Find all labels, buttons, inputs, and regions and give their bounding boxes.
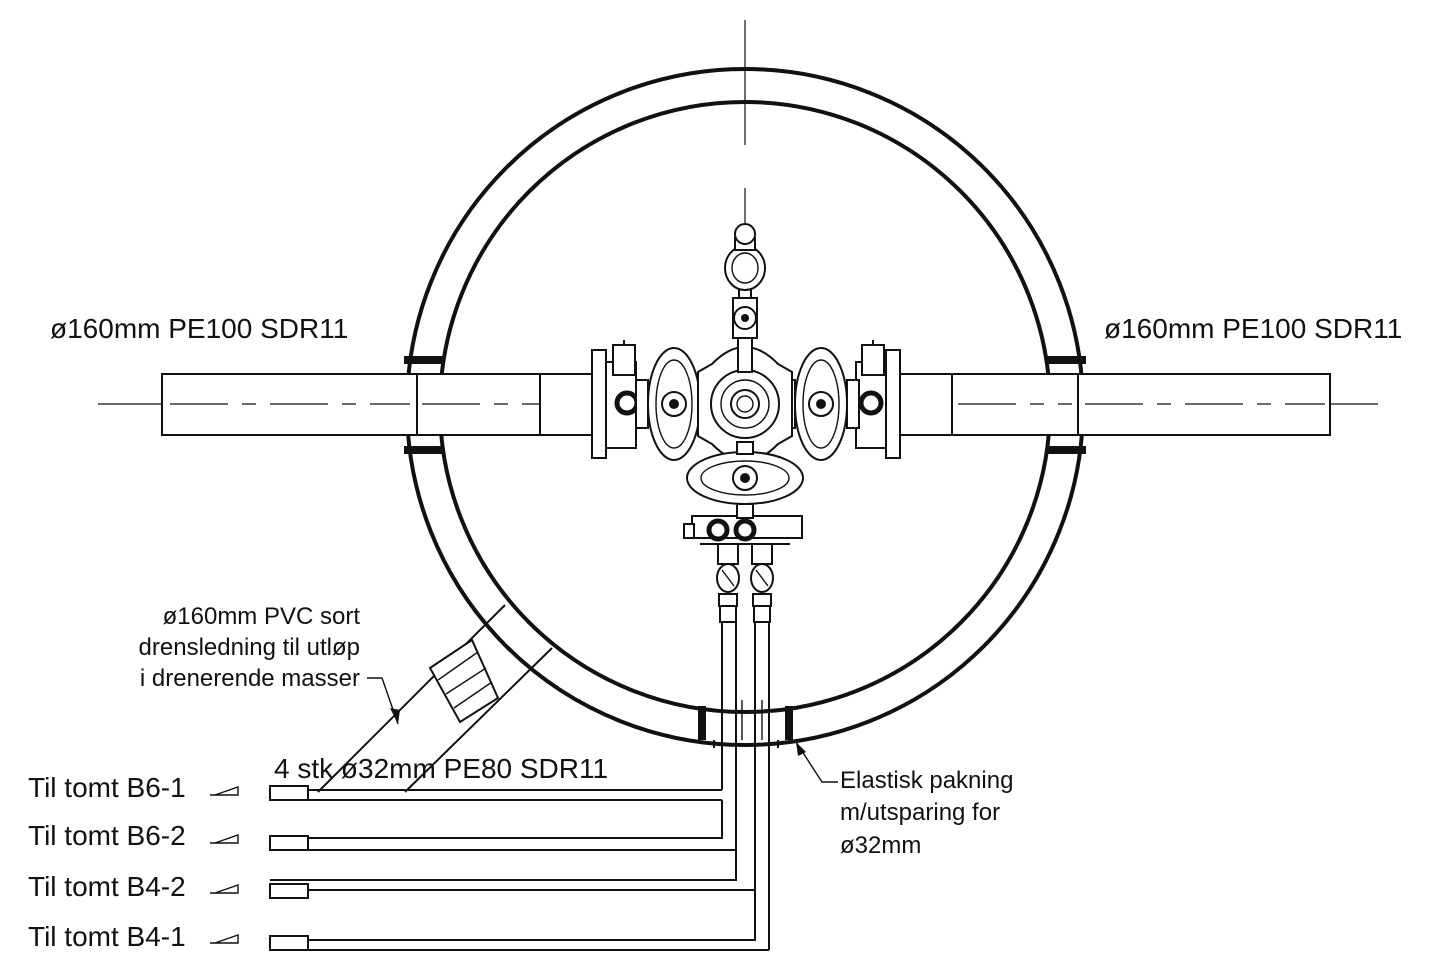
leader-lines bbox=[367, 677, 838, 783]
outlet-label: Til tomt B4-2 bbox=[28, 871, 186, 902]
label-pipe-left: ø160mm PE100 SDR11 bbox=[50, 313, 348, 344]
outlet-label: Til tomt B6-2 bbox=[28, 820, 186, 851]
main-pipe-left bbox=[161, 356, 543, 454]
label-drain-3: i drenerende masser bbox=[140, 665, 360, 692]
label-drain-1: ø160mm PVC sort bbox=[163, 603, 361, 630]
service-pipes bbox=[269, 622, 793, 951]
label-drain-2: drensledning til utløp bbox=[139, 634, 360, 661]
label-service-pipes: 4 stk ø32mm PE80 SDR11 bbox=[274, 753, 608, 784]
drain-pipe bbox=[317, 604, 553, 793]
label-gasket-1: Elastisk pakning bbox=[840, 767, 1013, 794]
outlet-arrows bbox=[210, 786, 239, 944]
label-gasket-3: ø32mm bbox=[840, 832, 921, 859]
label-pipe-right: ø160mm PE100 SDR11 bbox=[1104, 313, 1402, 344]
main-pipe-right bbox=[951, 356, 1331, 454]
label-gasket-2: m/utsparing for bbox=[840, 799, 1000, 826]
valve-assembly bbox=[539, 223, 953, 623]
outlet-label: Til tomt B6-1 bbox=[28, 772, 186, 803]
outlet-label: Til tomt B4-1 bbox=[28, 921, 186, 952]
